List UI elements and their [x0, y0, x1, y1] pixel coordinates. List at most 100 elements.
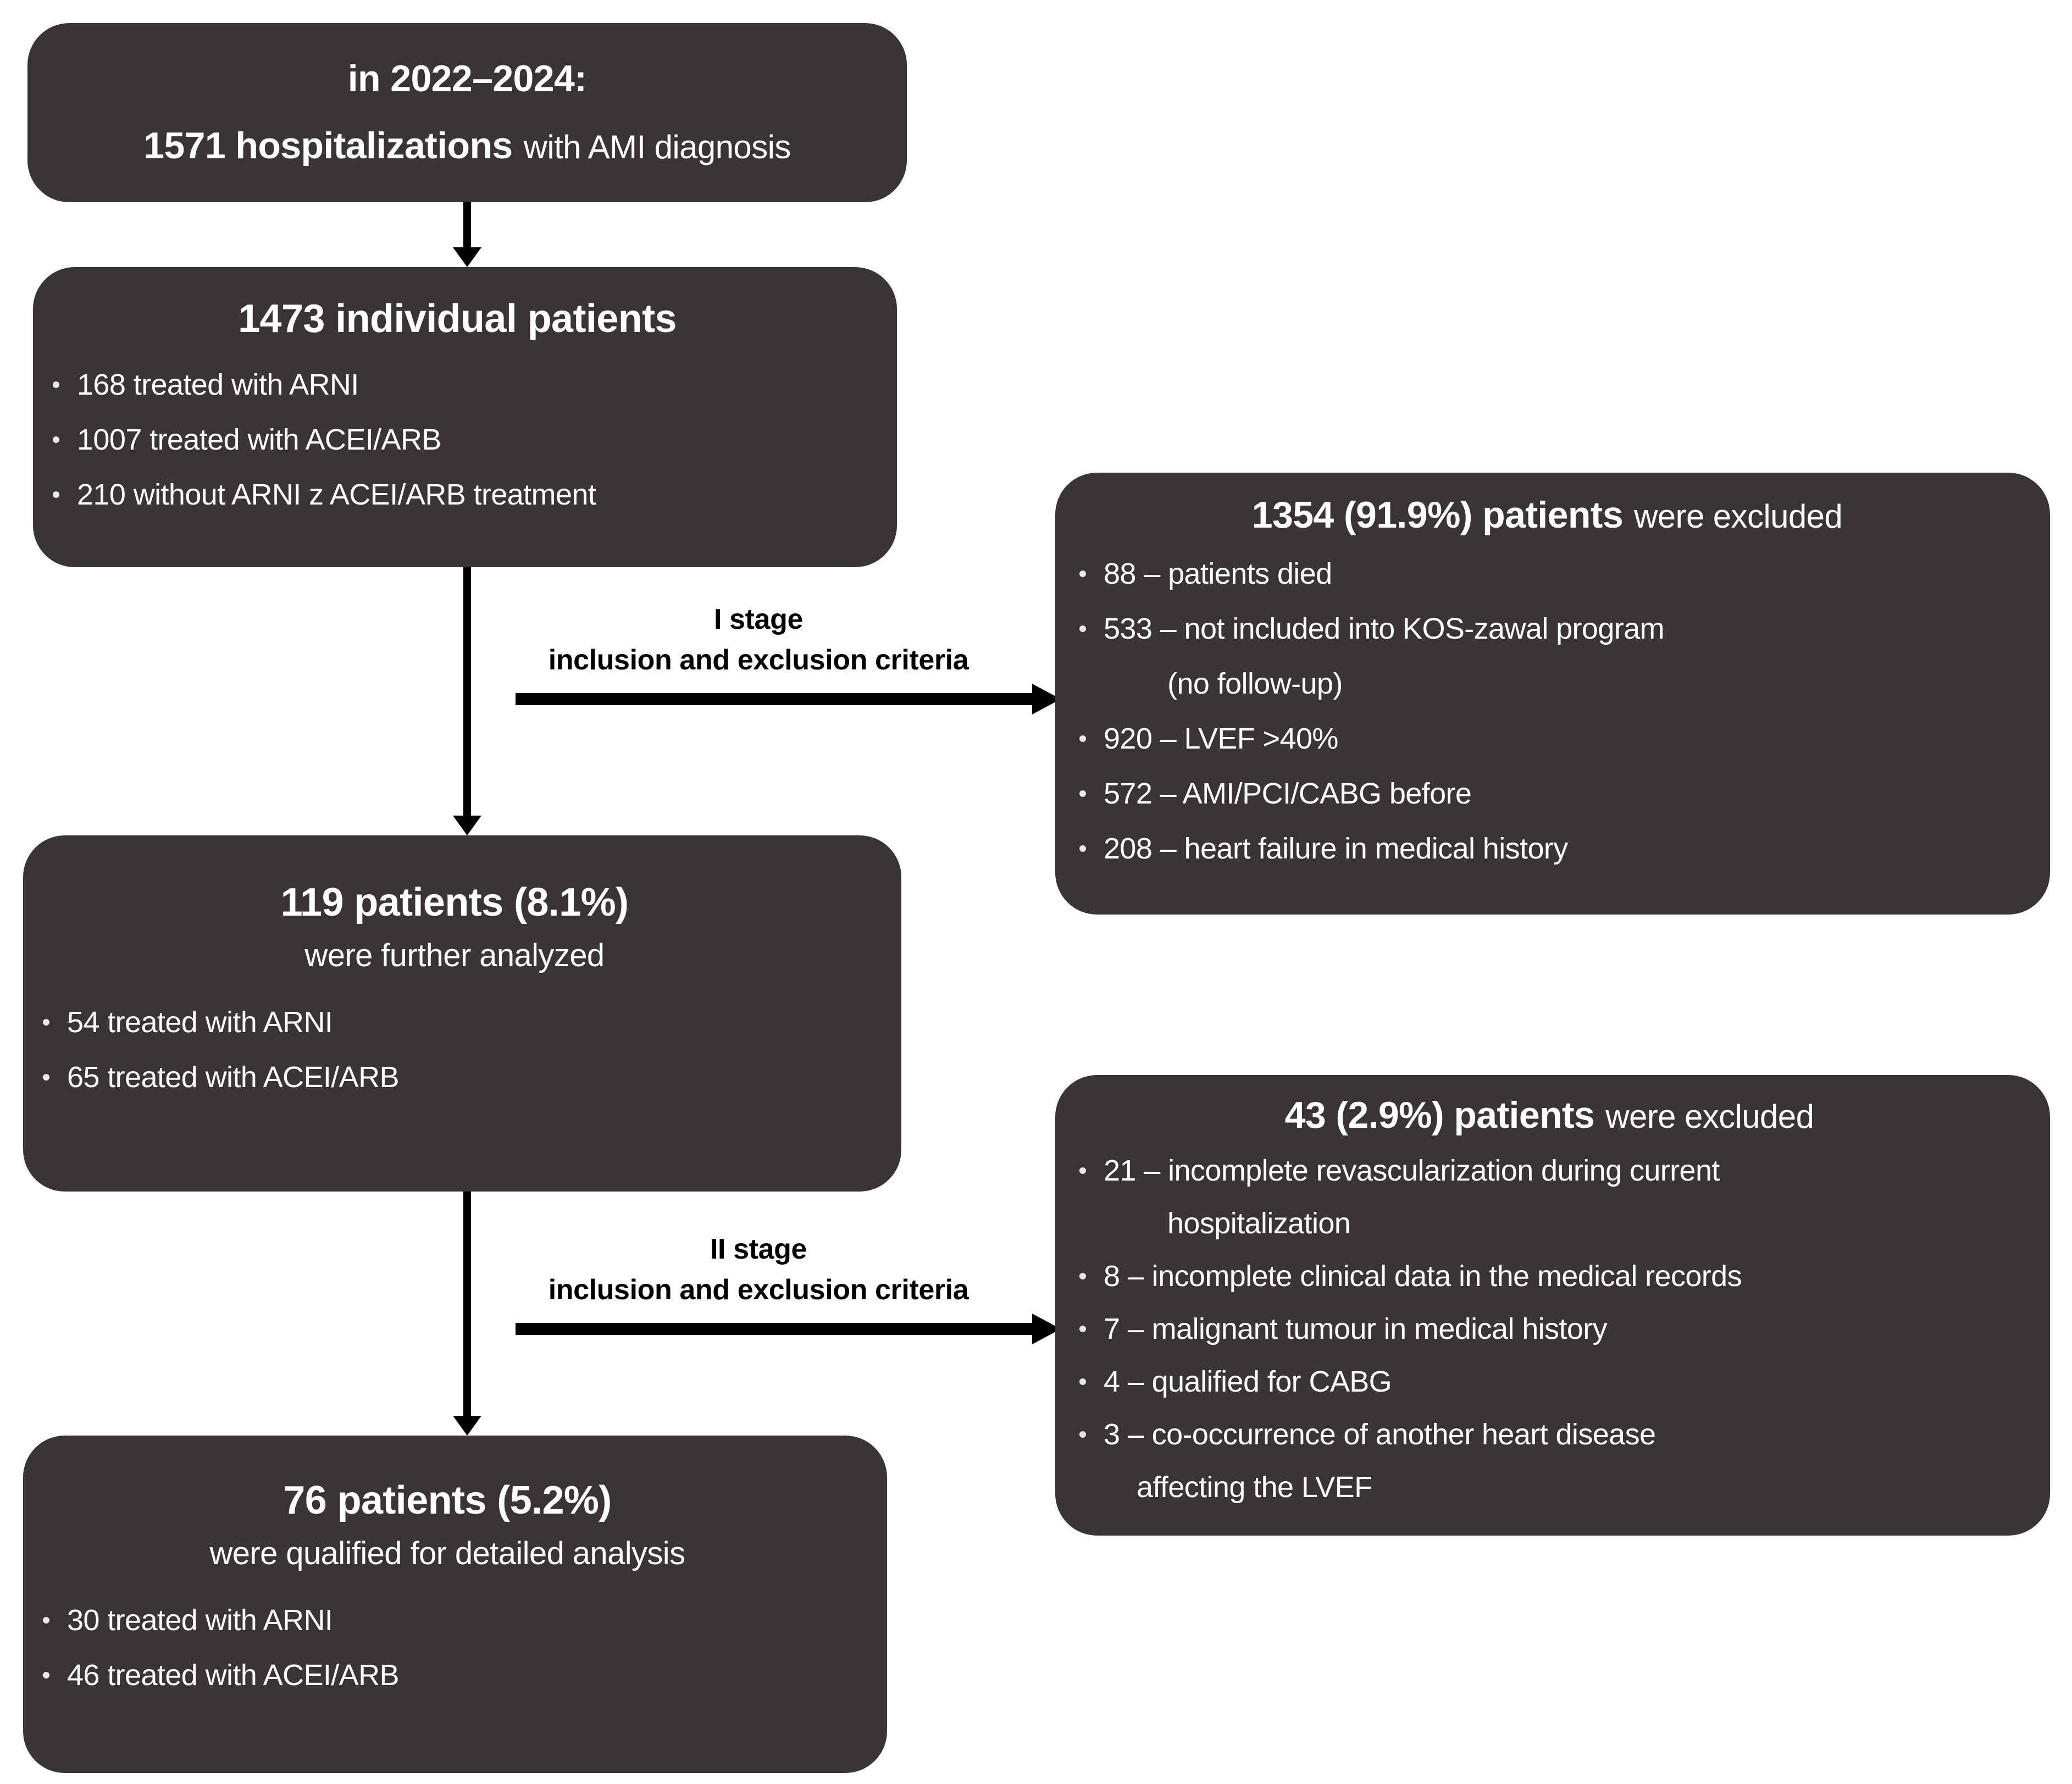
stage1-arrow-shaft: [516, 693, 1034, 705]
node-individual-patients: 1473 individual patients 168 treated wit…: [33, 267, 897, 567]
list-item: 88 – patients died: [1066, 546, 2028, 601]
bullet-icon: [43, 1672, 49, 1678]
hospitalizations-count-line: 1571 hospitalizations with AMI diagnosis: [143, 125, 791, 168]
node-further-analyzed: 119 patients (8.1%) were further analyze…: [23, 835, 901, 1192]
list-item: 1007 treated with ACEI/ARB: [40, 412, 875, 467]
bullet-icon: [43, 1019, 49, 1026]
list-item: 572 – AMI/PCI/CABG before: [1066, 766, 2028, 821]
bullet-text: 3 – co-occurrence of another heart disea…: [1104, 1408, 2032, 1514]
bullet-text: 4 – qualified for CABG: [1104, 1365, 1392, 1398]
list-item: 30 treated with ARNI: [30, 1593, 865, 1648]
list-item: 208 – heart failure in medical history: [1066, 821, 2028, 876]
bullet-icon: [1079, 1378, 1086, 1385]
individual-patients-title: 1473 individual patients: [238, 296, 677, 341]
further-analyzed-subtitle: were further analyzed: [304, 939, 605, 974]
bullet-text: 168 treated with ARNI: [77, 368, 359, 401]
arrow-down-1-shaft: [463, 202, 471, 251]
bullet-icon: [1079, 790, 1086, 797]
list-item: 65 treated with ACEI/ARB: [30, 1050, 879, 1105]
bullet-line2: hospitalization: [1167, 1207, 1351, 1240]
qualified-bullets: 30 treated with ARNI 46 treated with ACE…: [30, 1593, 865, 1703]
list-item: 3 – co-occurrence of another heart disea…: [1066, 1408, 2032, 1514]
bullet-icon: [1079, 1326, 1086, 1332]
bullet-icon: [1079, 1273, 1086, 1279]
list-item: 7 – malignant tumour in medical history: [1066, 1303, 2032, 1355]
bullet-text: 1007 treated with ACEI/ARB: [77, 423, 441, 456]
list-item: 21 – incomplete revascularization during…: [1066, 1144, 2032, 1250]
excluded-stage1-qualifier: were excluded: [1634, 499, 1843, 535]
hospitalizations-qualifier: with AMI diagnosis: [523, 129, 791, 165]
bullet-icon: [53, 381, 59, 388]
node-qualified-detailed-analysis: 76 patients (5.2%) were qualified for de…: [23, 1436, 887, 1773]
bullet-icon: [1079, 845, 1086, 852]
bullet-line1: 533 – not included into KOS-zawal progra…: [1104, 612, 1665, 645]
list-item: 533 – not included into KOS-zawal progra…: [1066, 601, 2028, 711]
list-item: 920 – LVEF >40%: [1066, 711, 2028, 766]
bullet-icon: [1079, 1431, 1086, 1438]
stage1-label-line2: inclusion and exclusion criteria: [548, 643, 969, 676]
bullet-icon: [53, 491, 59, 498]
node-hospitalizations: in 2022–2024: 1571 hospitalizations with …: [27, 23, 907, 202]
bullet-text: 54 treated with ARNI: [67, 1006, 333, 1039]
bullet-icon: [1079, 1167, 1086, 1174]
stage2-arrow-shaft: [516, 1323, 1034, 1335]
excluded-stage2-bullets: 21 – incomplete revascularization during…: [1066, 1144, 2032, 1514]
individual-patients-bullets: 168 treated with ARNI 1007 treated with …: [40, 357, 875, 522]
further-analyzed-bullets: 54 treated with ARNI 65 treated with ACE…: [30, 995, 879, 1105]
excluded-stage2-count: 43 (2.9%) patients: [1284, 1095, 1595, 1137]
excluded-stage1-title: 1354 (91.9%) patients were excluded: [1066, 495, 2028, 538]
node-hospitalizations-content: in 2022–2024: 1571 hospitalizations with …: [27, 23, 907, 202]
stage1-label: I stage inclusion and exclusion criteria: [473, 599, 1044, 680]
bullet-line2: (no follow-up): [1167, 667, 1343, 700]
bullet-line1: 21 – incomplete revascularization during…: [1104, 1154, 1720, 1187]
list-item: 8 – incomplete clinical data in the medi…: [1066, 1250, 2032, 1303]
bullet-text: 21 – incomplete revascularization during…: [1104, 1144, 2032, 1250]
bullet-text: 210 without ARNI z ACEI/ARB treatment: [77, 478, 596, 511]
stage2-label-line2: inclusion and exclusion criteria: [548, 1273, 969, 1306]
bullet-text: 572 – AMI/PCI/CABG before: [1104, 777, 1472, 810]
hospitalizations-period: in 2022–2024:: [347, 58, 587, 99]
excluded-stage2-qualifier: were excluded: [1605, 1099, 1814, 1135]
node-excluded-stage1: 1354 (91.9%) patients were excluded 88 – …: [1055, 473, 2050, 915]
list-item: 46 treated with ACEI/ARB: [30, 1648, 865, 1703]
bullet-text: 533 – not included into KOS-zawal progra…: [1104, 601, 2028, 711]
list-item: 54 treated with ARNI: [30, 995, 879, 1050]
stage2-arrow-right: [516, 1312, 1061, 1345]
bullet-icon: [43, 1074, 49, 1081]
further-analyzed-title: 119 patients (8.1%): [280, 879, 629, 924]
node-excluded-stage2: 43 (2.9%) patients were excluded 21 – inc…: [1055, 1075, 2050, 1536]
excluded-stage1-count: 1354 (91.9%) patients: [1251, 495, 1624, 536]
bullet-text: 8 – incomplete clinical data in the medi…: [1104, 1260, 1742, 1293]
arrow-down-3-head: [453, 1416, 481, 1436]
arrow-down-1: [453, 202, 481, 267]
qualified-subtitle: were qualified for detailed analysis: [209, 1537, 685, 1572]
excluded-stage2-title: 43 (2.9%) patients were excluded: [1066, 1095, 2032, 1138]
stage2-label: II stage inclusion and exclusion criteri…: [473, 1229, 1044, 1310]
bullet-text: 920 – LVEF >40%: [1104, 722, 1338, 755]
arrow-down-3-shaft: [463, 1192, 471, 1419]
stage1-label-line1: I stage: [714, 602, 803, 635]
arrow-down-3: [453, 1192, 481, 1436]
bullet-line1: 3 – co-occurrence of another heart disea…: [1104, 1418, 1656, 1451]
bullet-icon: [53, 436, 59, 443]
bullet-text: 7 – malignant tumour in medical history: [1104, 1312, 1608, 1345]
bullet-icon: [1079, 625, 1086, 632]
bullet-icon: [1079, 570, 1086, 577]
arrow-down-1-head: [453, 247, 481, 267]
arrow-down-2-head: [453, 816, 481, 835]
hospitalizations-count: 1571 hospitalizations: [143, 125, 513, 167]
bullet-line2: affecting the LVEF: [1137, 1471, 1372, 1504]
bullet-icon: [43, 1617, 49, 1624]
bullet-text: 30 treated with ARNI: [67, 1604, 333, 1637]
bullet-icon: [1079, 735, 1086, 742]
list-item: 4 – qualified for CABG: [1066, 1355, 2032, 1408]
arrow-down-2-shaft: [463, 567, 471, 819]
bullet-text: 208 – heart failure in medical history: [1104, 832, 1568, 865]
excluded-stage1-bullets: 88 – patients died 533 – not included in…: [1066, 546, 2028, 876]
stage1-arrow-right: [516, 683, 1061, 716]
list-item: 168 treated with ARNI: [40, 357, 875, 412]
bullet-text: 88 – patients died: [1104, 557, 1332, 590]
stage2-label-line1: II stage: [710, 1232, 807, 1265]
list-item: 210 without ARNI z ACEI/ARB treatment: [40, 467, 875, 522]
